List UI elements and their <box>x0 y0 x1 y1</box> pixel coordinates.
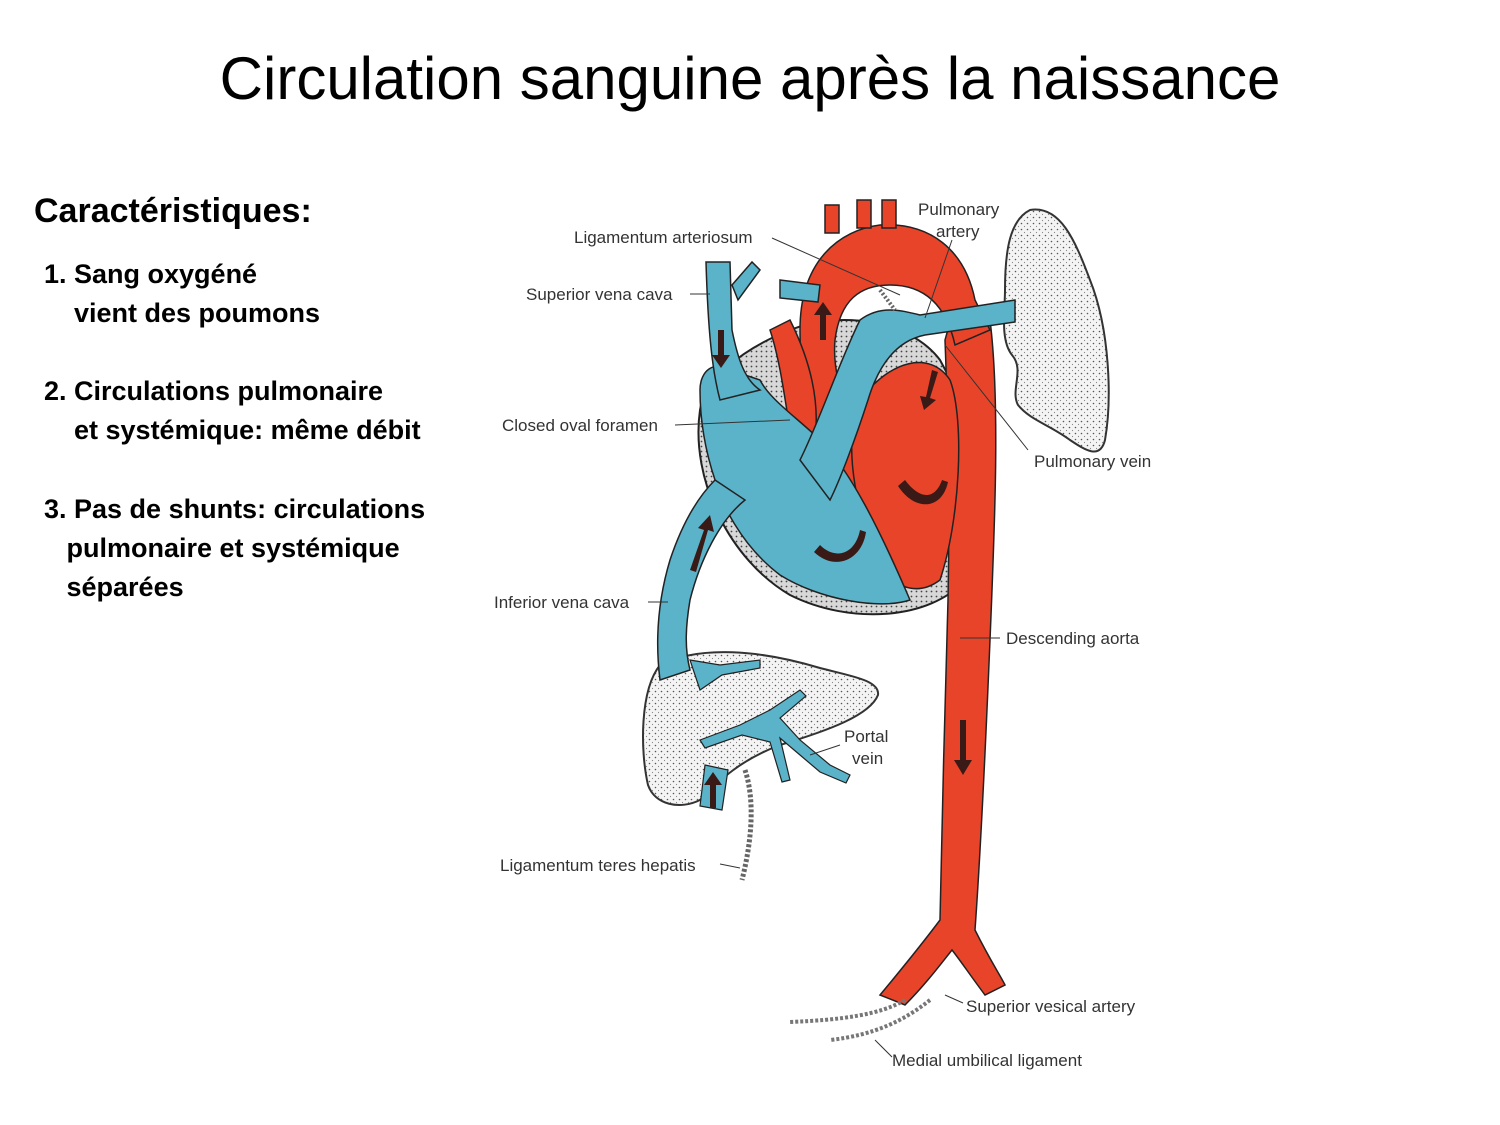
pulmonary-trunk <box>799 299 1016 502</box>
label-descending-aorta: Descending aorta <box>1006 629 1140 648</box>
list-item-3-line2: pulmonaire et systémique <box>44 533 400 563</box>
portal-vein <box>699 689 851 784</box>
label-pulmonary-artery-line1: Pulmonary <box>918 200 1000 219</box>
ligamentum-arteriosum <box>878 288 897 312</box>
list-item-3-line1: 3. Pas de shunts: circulations <box>44 494 426 524</box>
list-item-1: 1. Sang oxygéné vient des poumons <box>44 255 320 333</box>
list-item-3: 3. Pas de shunts: circulations pulmonair… <box>44 490 425 607</box>
medial-umbilical-ligament-left <box>789 998 907 1024</box>
list-item-2-line1: 2. Circulations pulmonaire <box>44 376 384 406</box>
label-ligamentum-arteriosum: Ligamentum arteriosum <box>574 228 753 247</box>
label-pulmonary-vein: Pulmonary vein <box>1034 452 1151 471</box>
list-item-2: 2. Circulations pulmonaire et systémique… <box>44 372 421 450</box>
list-item-2-line2: et systémique: même débit <box>44 415 421 445</box>
ligamentum-teres-hepatis <box>739 769 754 881</box>
slide-title: Circulation sanguine après la naissance <box>219 45 1281 112</box>
label-pulmonary-artery-line2: artery <box>936 222 980 241</box>
label-superior-vesical-artery: Superior vesical artery <box>966 997 1136 1016</box>
label-medial-umbilical-ligament: Medial umbilical ligament <box>892 1051 1082 1070</box>
characteristics-heading: Caractéristiques: <box>34 192 312 230</box>
label-portal-vein-line2: vein <box>852 749 883 768</box>
label-ligamentum-teres-hepatis: Ligamentum teres hepatis <box>500 856 696 875</box>
label-superior-vena-cava: Superior vena cava <box>526 285 673 304</box>
label-portal-vein-line1: Portal <box>844 727 888 746</box>
label-inferior-vena-cava: Inferior vena cava <box>494 593 630 612</box>
inferior-vena-cava <box>656 479 747 682</box>
list-item-3-line3: séparées <box>44 572 184 602</box>
label-closed-oval-foramen: Closed oval foramen <box>502 416 658 435</box>
medial-umbilical-ligament-right <box>829 998 932 1042</box>
list-item-1-line1: 1. Sang oxygéné <box>44 259 258 289</box>
circulation-diagram: Ligamentum arteriosum Superior vena cava… <box>494 199 1151 1070</box>
list-item-1-line2: vient des poumons <box>44 298 321 328</box>
flow-arrows <box>690 302 972 808</box>
lung <box>1002 208 1110 453</box>
descending-aorta <box>878 306 1007 1006</box>
